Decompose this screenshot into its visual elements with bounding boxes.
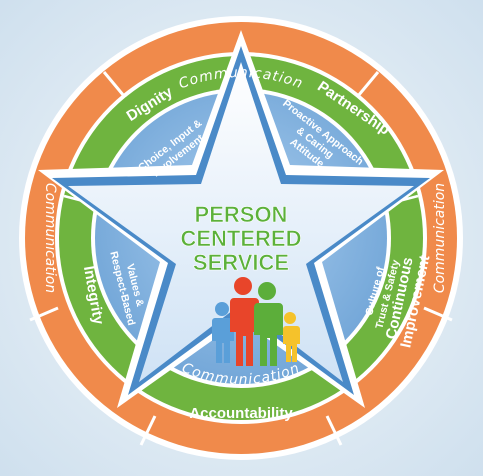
communication-label-left: Communication <box>42 183 58 293</box>
center-title-line-3: SERVICE <box>193 250 289 275</box>
center-title: PERSON CENTERED SERVICE <box>180 202 302 276</box>
value-accountability: Accountability <box>189 405 293 422</box>
person-green-icon <box>254 282 283 366</box>
person-yellow-icon <box>283 312 300 362</box>
star-fill <box>68 62 414 382</box>
communication-label-right: Communication <box>432 183 448 293</box>
person-orange-icon <box>230 277 259 366</box>
person-blue-icon <box>212 302 234 363</box>
ring-dividers <box>29 71 453 446</box>
center-title-line-2: CENTERED <box>180 226 301 251</box>
family-figures-icon <box>212 277 300 366</box>
center-title-line-1: PERSON <box>195 202 288 227</box>
